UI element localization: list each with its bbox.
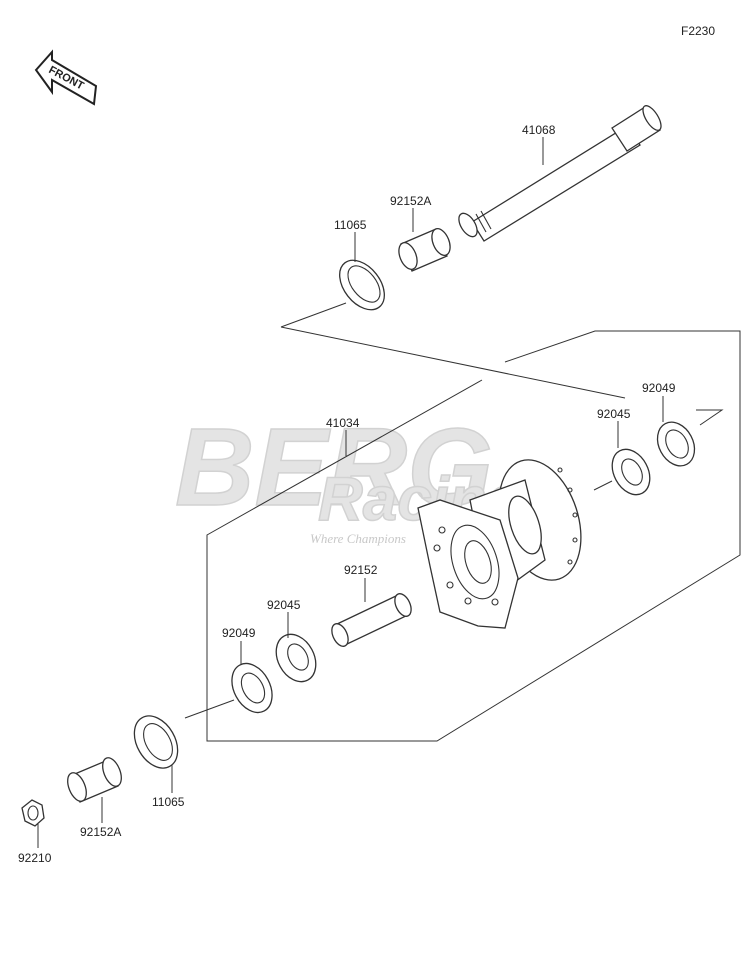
label-11065-upper: 11065 [334,218,367,232]
collar-part [331,593,412,647]
seal-right-part [656,421,696,467]
spacer-lower-part [67,757,122,803]
axle-part [458,105,662,242]
spacer-upper-part [398,228,451,272]
label-92210: 92210 [18,851,52,865]
label-92152: 92152 [344,563,378,577]
label-92045-left: 92045 [267,598,301,612]
label-92049-left: 92049 [222,626,256,640]
label-92045-right: 92045 [597,407,631,421]
bearing-right-part [611,448,651,496]
bearing-left-part [275,633,317,683]
hub-part [417,459,582,629]
nut-part [21,799,45,827]
watermark-tagline: Where Champions [310,531,406,546]
label-41034: 41034 [326,416,360,430]
label-92152a-lower: 92152A [80,825,121,839]
watermark-word1: BERG [175,406,493,529]
assembly-frame [206,302,741,742]
seal-upper-part [339,259,385,311]
figure-code: F2230 [681,24,715,38]
label-41068: 41068 [522,123,556,137]
label-11065-lower: 11065 [152,795,185,809]
watermark: BERG Racing Where Champions [174,405,525,546]
label-92152a-upper: 92152A [390,194,431,208]
seal-lower-part [133,715,179,769]
seal-left-part [231,662,273,714]
front-arrow-icon: FRONT [34,49,98,106]
label-92049-right: 92049 [642,381,676,395]
